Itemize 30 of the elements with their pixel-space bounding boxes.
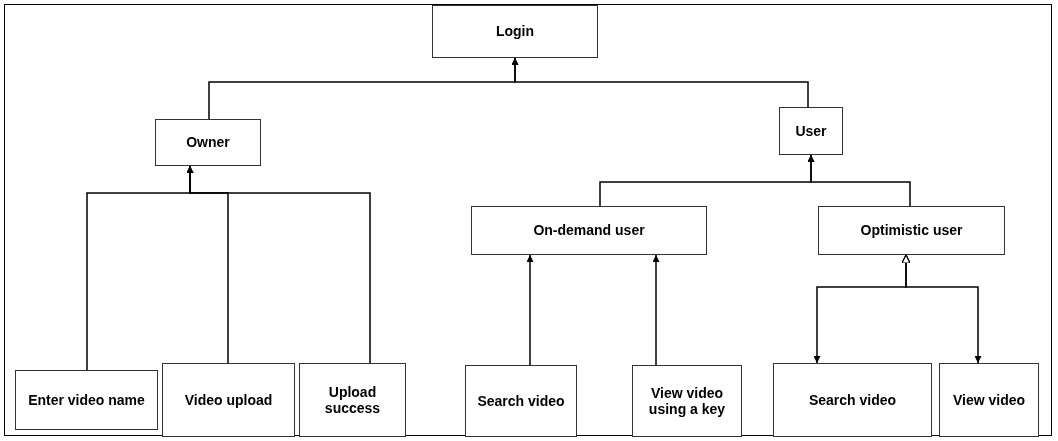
connector-arrow — [511, 57, 809, 108]
box-label: View video using a key — [647, 384, 727, 418]
box-label: View video — [952, 391, 1026, 409]
process-box — [432, 5, 598, 58]
process-box — [818, 206, 1005, 255]
process-box — [779, 107, 843, 155]
process-box — [299, 363, 406, 437]
process-box — [939, 363, 1039, 437]
box-label: Login — [495, 23, 535, 40]
connector-arrow — [526, 254, 534, 366]
process-box — [162, 363, 295, 437]
process-box — [15, 370, 158, 430]
box-label: Optimistic user — [860, 222, 963, 239]
box-label: Search video — [808, 391, 897, 409]
box-label: Owner — [186, 134, 230, 151]
box-label: Search video — [477, 392, 565, 410]
process-box — [465, 365, 577, 437]
box-label: Upload success — [323, 383, 382, 417]
box-label: On-demand user — [533, 222, 645, 239]
connector-arrow — [901, 254, 982, 364]
connector-arrow — [807, 154, 911, 207]
process-box — [773, 363, 932, 437]
connector-arrow — [652, 254, 660, 366]
process-box — [155, 119, 261, 166]
box-label: Video upload — [184, 391, 273, 409]
connector-arrow — [186, 165, 371, 364]
box-label: Enter video name — [28, 391, 145, 409]
process-box — [632, 365, 742, 437]
process-box — [471, 206, 707, 255]
box-label: User — [795, 122, 827, 140]
